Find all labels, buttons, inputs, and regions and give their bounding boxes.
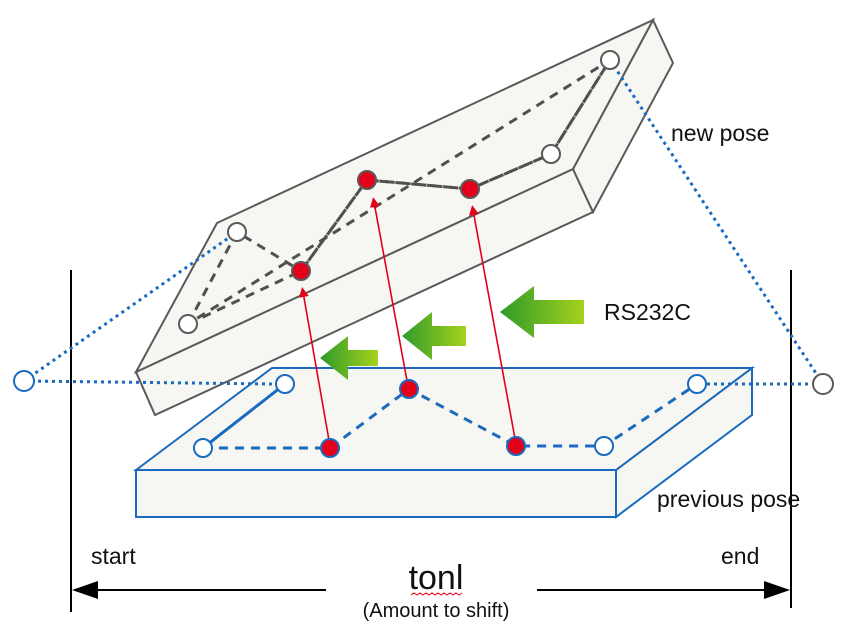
spellcheck-underline	[410, 592, 463, 596]
new-pose-label: new pose	[671, 120, 769, 146]
rs232c-direction-arrows	[320, 286, 584, 380]
left-projection-point	[13, 370, 35, 392]
previous-pose-red-markers	[320, 379, 526, 458]
end-label: end	[721, 543, 759, 569]
dimension-arrowhead-left	[72, 581, 98, 599]
previous-pose-path	[198, 382, 698, 450]
new-pose-red-markers	[291, 170, 480, 281]
new-pose-open-markers	[178, 50, 620, 334]
previous-pose-open-markers	[193, 374, 707, 458]
projection-lines	[23, 59, 825, 386]
previous-pose-label: previous pose	[657, 486, 800, 512]
rs232c-label: RS232C	[604, 299, 691, 325]
start-label: start	[91, 543, 136, 569]
right-projection-point	[812, 373, 834, 395]
shift-dimension-line	[72, 581, 790, 599]
dimension-arrowhead-right	[764, 581, 790, 599]
shift-name-label: tonl	[409, 559, 464, 597]
shift-arrows	[298, 197, 517, 447]
new-pose-plate	[133, 17, 675, 417]
shift-caption-label: (Amount to shift)	[363, 600, 510, 622]
